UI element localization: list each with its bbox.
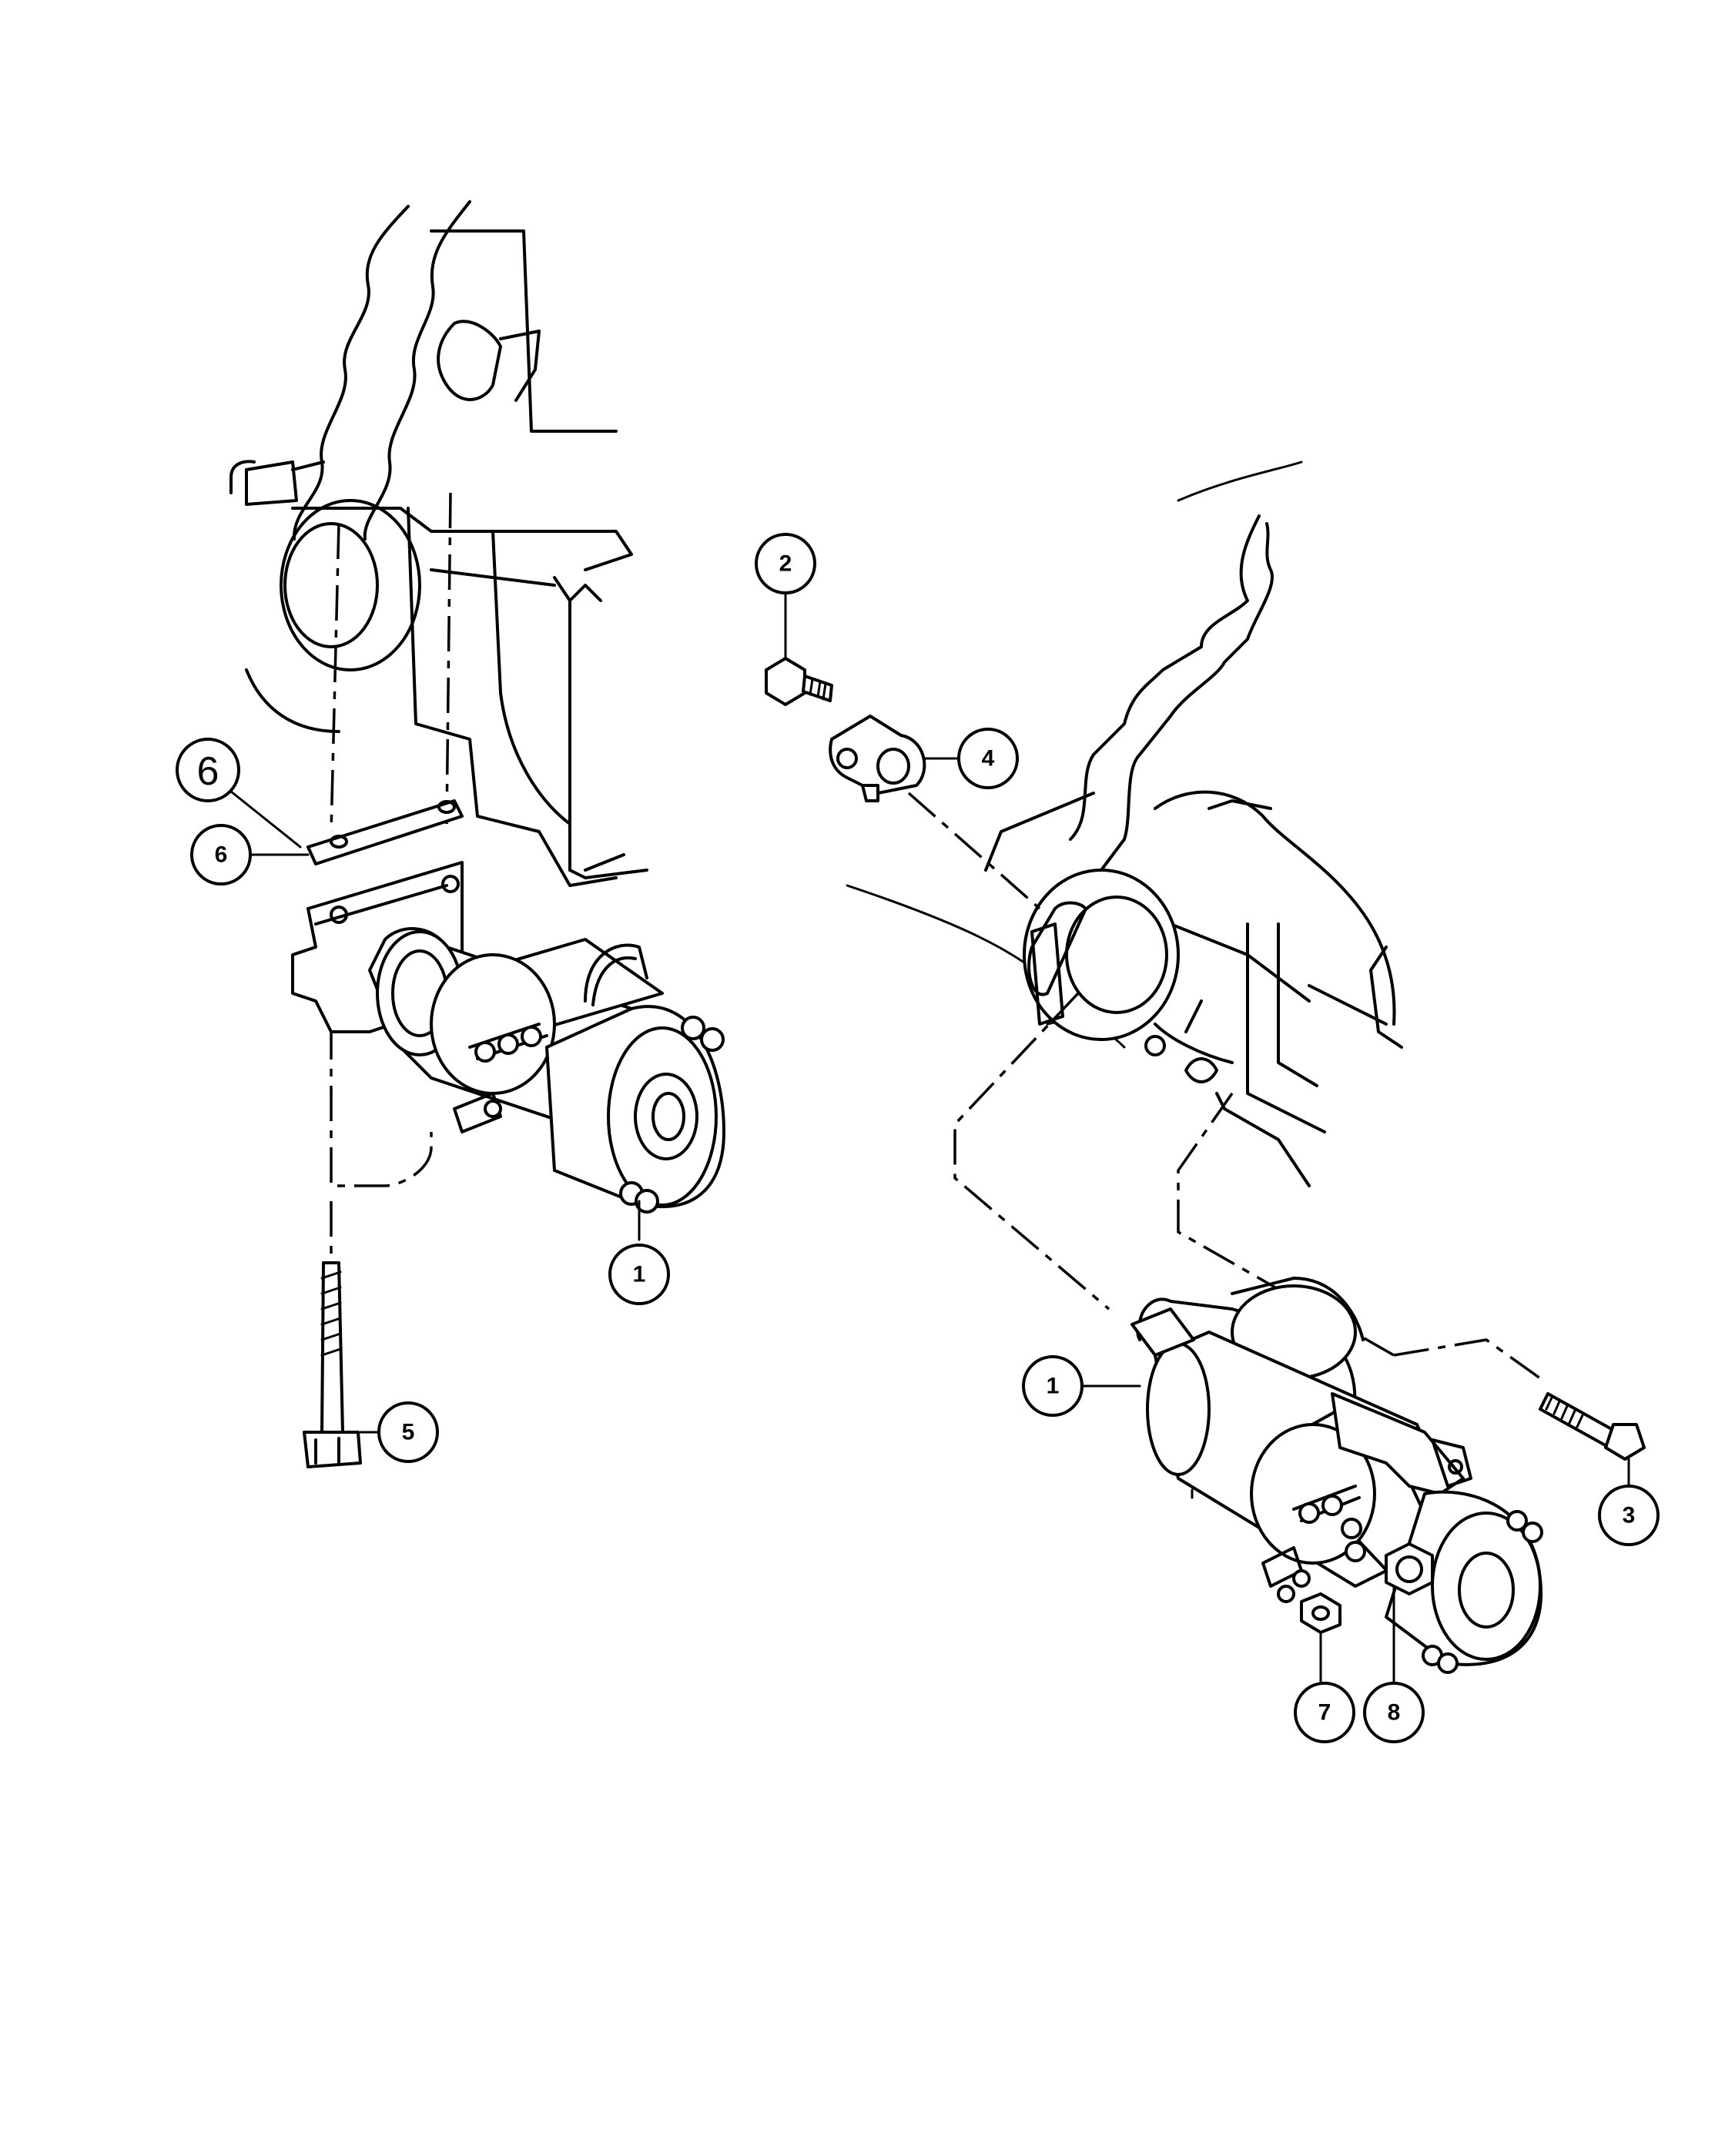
right-bolt-centerline-2 — [953, 992, 1110, 1311]
right-starter-motor — [1130, 1277, 1543, 1674]
callout-5-label: 5 — [402, 1420, 415, 1445]
left-bolt-centerline-1 — [330, 523, 340, 832]
callout-2-label: 2 — [779, 551, 792, 577]
right-bolt-centerline-4 — [1393, 1338, 1542, 1380]
callout-6-large-label: 6 — [197, 749, 219, 794]
left-mounting-bolt — [303, 1261, 362, 1468]
callout-6: 6 — [190, 824, 310, 886]
left-starter-motor — [291, 861, 725, 1214]
callout-5: 5 — [359, 1401, 439, 1463]
callout-7-label: 7 — [1318, 1700, 1331, 1726]
callout-6-label: 6 — [215, 842, 228, 868]
callout-8: 8 — [1363, 1585, 1425, 1743]
callout-7: 7 — [1294, 1631, 1355, 1743]
callout-6-large: 6 — [176, 738, 302, 849]
right-bolt-centerline-1 — [907, 792, 1041, 910]
left-engine-block — [229, 200, 648, 887]
left-bolt-centerline-3 — [330, 1024, 433, 1187]
right-nut-7 — [1300, 1592, 1341, 1634]
callout-3: 3 — [1598, 1458, 1660, 1546]
callout-4-label: 4 — [982, 746, 995, 772]
callout-2: 2 — [755, 533, 816, 660]
right-nut-8 — [1385, 1542, 1434, 1595]
callout-1-right-label: 1 — [1047, 1374, 1060, 1399]
callout-3-label: 3 — [1623, 1503, 1636, 1528]
shim-plate — [306, 799, 464, 865]
right-small-bolt — [765, 657, 833, 706]
right-long-bolt — [1539, 1392, 1646, 1461]
right-engine-block — [846, 460, 1403, 1187]
callout-1-left-label: 1 — [633, 1262, 646, 1287]
right-bracket — [829, 715, 926, 802]
callout-8-label: 8 — [1388, 1700, 1401, 1726]
callout-1-right: 1 — [1022, 1355, 1141, 1417]
callout-1-left: 1 — [608, 1200, 670, 1305]
left-bolt-centerline-2 — [445, 492, 452, 825]
callout-4: 4 — [923, 728, 1019, 789]
